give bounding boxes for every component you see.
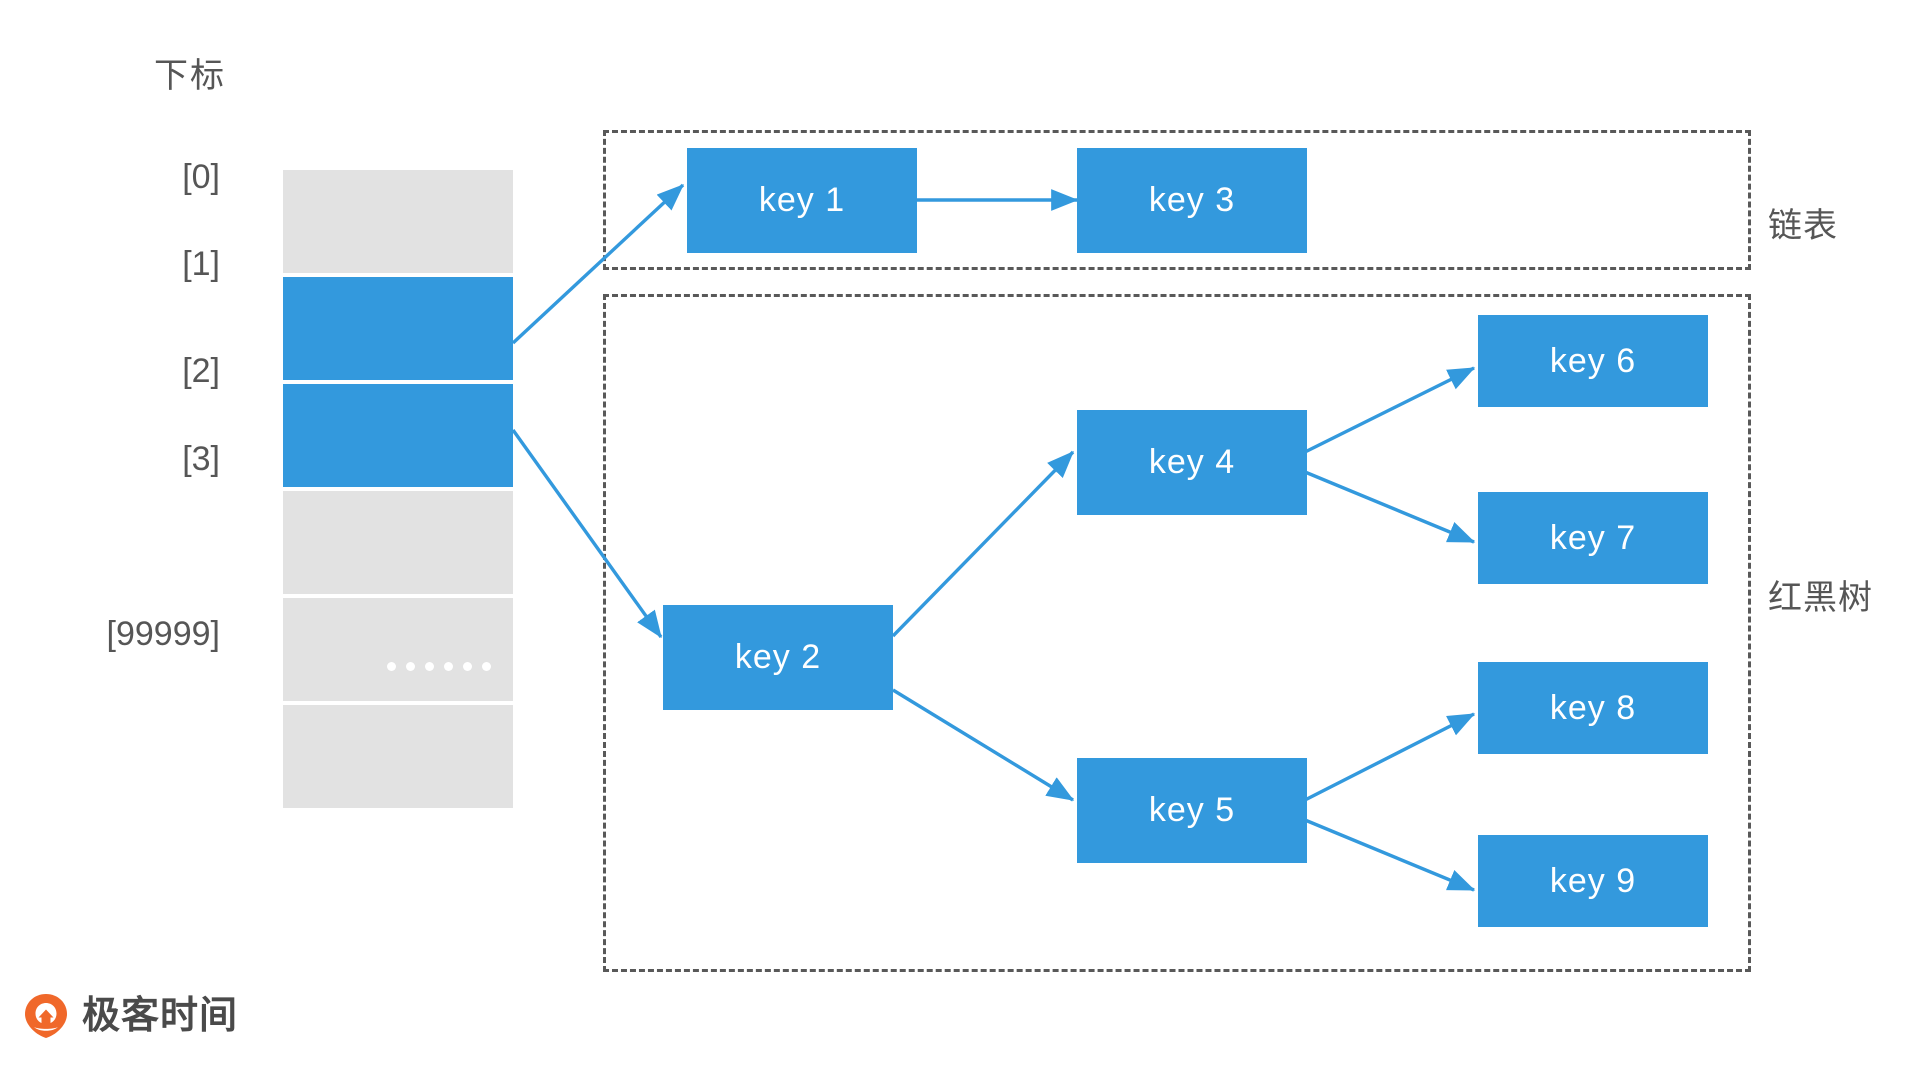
index-label-1: [1]: [182, 245, 220, 283]
brand-name: 极客时间: [82, 995, 239, 1037]
node-key1[interactable]: key 1: [687, 148, 917, 253]
node-key5[interactable]: key 5: [1077, 758, 1307, 863]
node-key8[interactable]: key 8: [1478, 662, 1708, 754]
array-cell-3[interactable]: [283, 491, 513, 594]
node-key2[interactable]: key 2: [663, 605, 893, 710]
index-label-0: [0]: [182, 158, 220, 196]
index-label-99999: [99999]: [106, 615, 220, 653]
hash-bucket-array: [283, 170, 513, 812]
index-label-2: [2]: [182, 352, 220, 390]
brand-logo: 极客时间: [22, 992, 238, 1040]
node-key3[interactable]: key 3: [1077, 148, 1307, 253]
geektime-logo-icon: [25, 994, 67, 1038]
array-cell-ellipsis[interactable]: [283, 598, 513, 701]
array-cell-1[interactable]: [283, 277, 513, 380]
node-key7[interactable]: key 7: [1478, 492, 1708, 584]
index-label-3: [3]: [182, 440, 220, 478]
node-key6[interactable]: key 6: [1478, 315, 1708, 407]
index-column-title: 下标: [154, 57, 226, 95]
node-key4[interactable]: key 4: [1077, 410, 1307, 515]
ellipsis-dots-icon: [387, 662, 491, 671]
array-cell-2[interactable]: [283, 384, 513, 487]
array-cell-99999[interactable]: [283, 705, 513, 808]
linked-list-group-label: 链表: [1768, 207, 1838, 245]
red-black-tree-group-label: 红黑树: [1768, 579, 1873, 617]
array-cell-0[interactable]: [283, 170, 513, 273]
node-key9[interactable]: key 9: [1478, 835, 1708, 927]
